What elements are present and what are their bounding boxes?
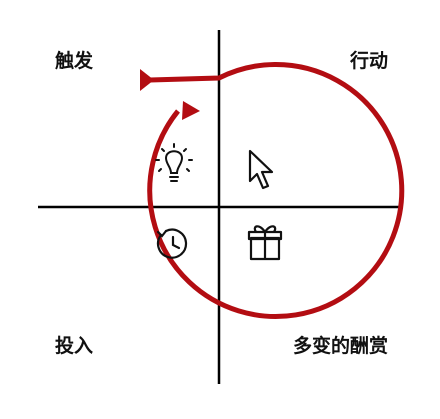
outer-arrowhead (140, 69, 154, 91)
trigger-label: 触发 (55, 50, 94, 72)
inner-arrowhead (182, 101, 200, 120)
action-label: 行动 (349, 50, 388, 72)
gift-icon (247, 225, 283, 261)
cursor-arrow-icon (248, 149, 274, 190)
clock-history-icon (156, 228, 188, 259)
variable-reward-label: 多变的酬赏 (292, 335, 388, 357)
lightbulb-icon (155, 143, 193, 182)
cycle-arrow-path (147, 62, 405, 319)
investment-label: 投入 (55, 335, 94, 357)
